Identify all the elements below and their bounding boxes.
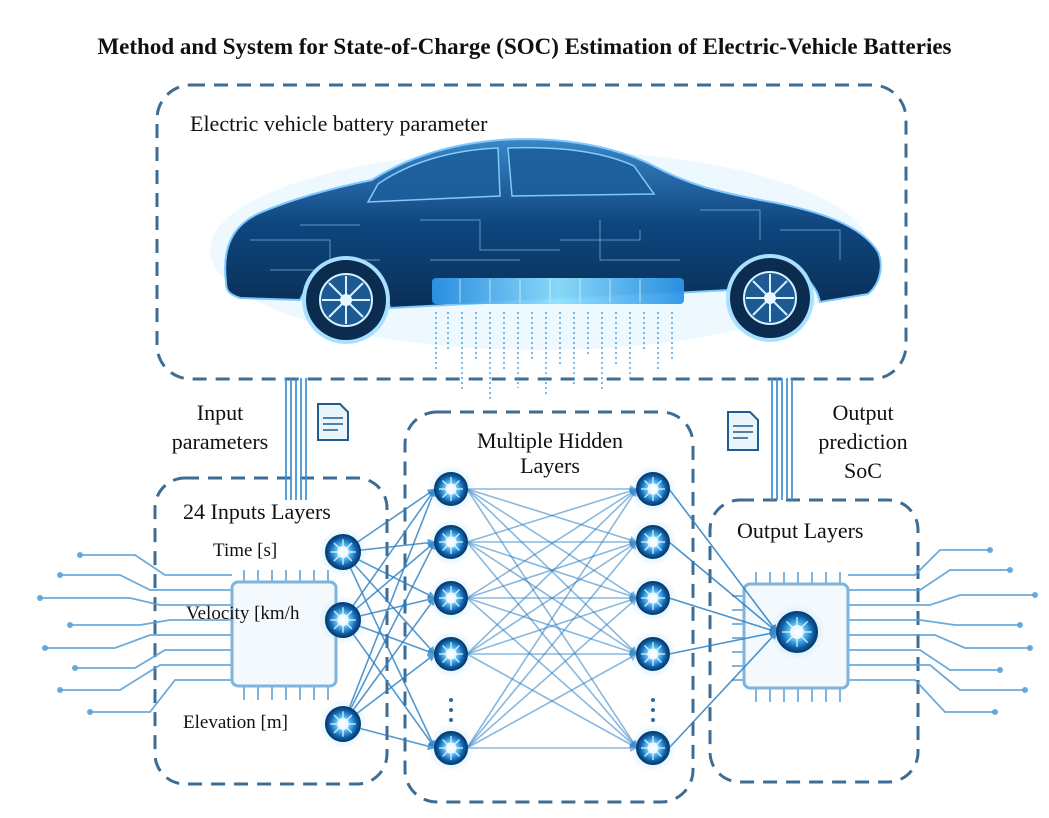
connection [342, 488, 437, 725]
input-layer-title: 24 Inputs Layers [183, 499, 331, 524]
connection [668, 541, 778, 633]
vehicle-box-label: Electric vehicle battery parameter [190, 111, 488, 136]
neuron-icon [318, 527, 368, 577]
output-layer-title: Output Layers [737, 518, 864, 543]
connection [466, 488, 638, 749]
feature-label-time: Time [s] [213, 540, 278, 561]
circuit-trace-icon [40, 554, 232, 713]
neuron-icon [629, 574, 677, 622]
battery-pack [432, 278, 684, 304]
neuron-icon [629, 518, 677, 566]
car-icon [210, 138, 882, 350]
connection [466, 487, 638, 543]
connection [466, 541, 638, 655]
connection [342, 551, 436, 749]
neuron-icon [318, 595, 368, 645]
neuron-icon [427, 574, 475, 622]
connection [342, 541, 436, 725]
neuron-icon [427, 518, 475, 566]
feature-label-velocity: Velocity [km/h [186, 603, 300, 624]
connection [668, 631, 778, 749]
connection [466, 488, 638, 655]
neuron-icon [427, 724, 475, 772]
neuron-icon [629, 465, 677, 513]
connection [466, 653, 638, 749]
neuron-icon [427, 465, 475, 513]
output-layer-box [708, 498, 920, 784]
hidden-layer-box [403, 410, 695, 804]
ellipsis [449, 698, 655, 722]
data-stream [435, 312, 673, 400]
neuron-icon [629, 724, 677, 772]
connection [342, 619, 436, 749]
chip-icon [230, 570, 338, 700]
document-icon [727, 411, 759, 451]
diagram-title: Method and System for State-of-Charge (S… [97, 34, 952, 59]
neuron-icon [769, 604, 825, 660]
neuron-icon [427, 630, 475, 678]
connection [668, 597, 778, 634]
connection [466, 596, 638, 655]
circuit-trace-icon [987, 547, 1038, 715]
input-layer-box [153, 476, 389, 786]
front-wheel [302, 256, 390, 344]
connection [466, 540, 638, 599]
connection [668, 488, 778, 633]
connection [668, 629, 778, 655]
neuron-icon [629, 630, 677, 678]
rear-wheel [726, 254, 814, 342]
connection [466, 541, 638, 749]
connection [466, 488, 638, 599]
output-cable [771, 378, 793, 500]
feature-label-elevation: Elevation [m] [183, 712, 288, 733]
connection [342, 488, 436, 621]
document-icon [317, 403, 349, 441]
circuit-trace-icon [37, 552, 93, 715]
input-cable [285, 378, 307, 500]
neuron-icon [318, 699, 368, 749]
circuit-trace-icon [848, 549, 1035, 713]
connection [342, 597, 436, 725]
connection [466, 597, 638, 749]
